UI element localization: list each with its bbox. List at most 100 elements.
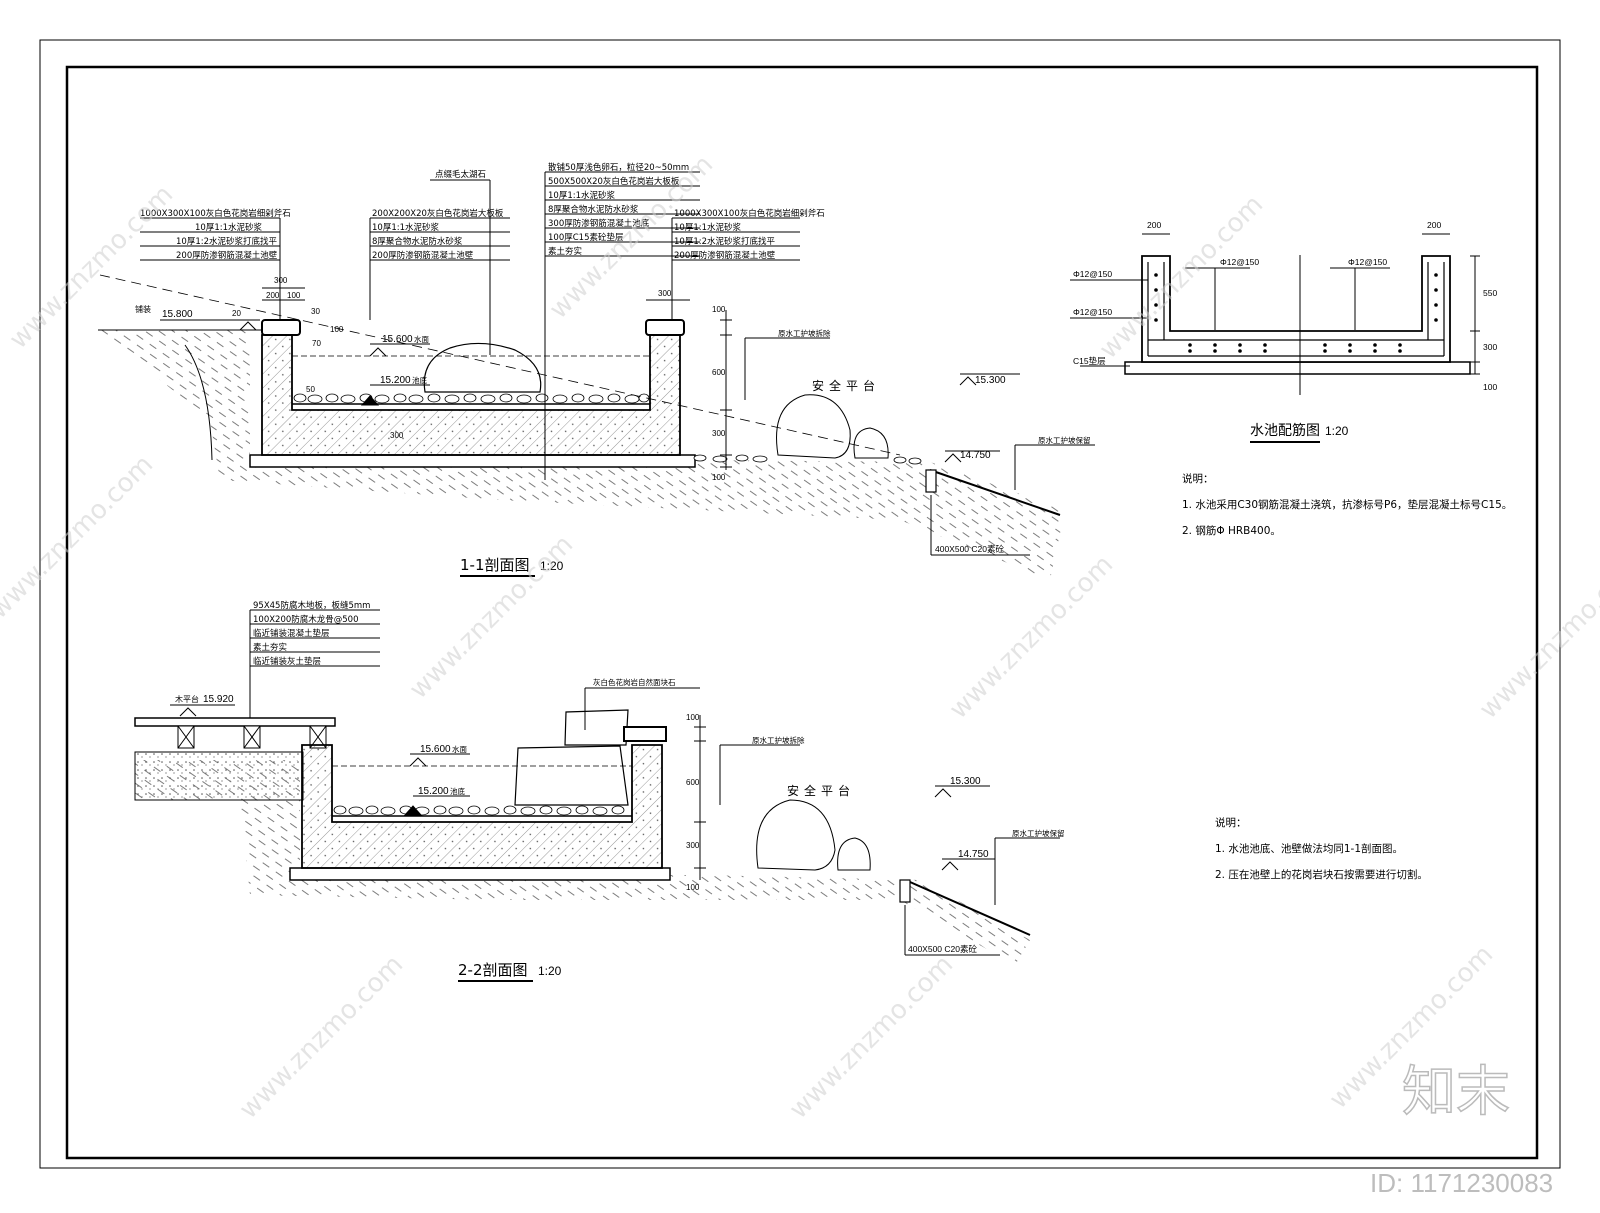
rebar-bar-c: Φ12@150	[1220, 257, 1259, 267]
footing-2: 400X500 C20素砼	[908, 944, 977, 954]
note-1-center-3: 8厚聚合物水泥防水砂浆	[548, 204, 639, 215]
note-1-left-2: 10厚1:2水泥砂浆打底找平	[176, 236, 277, 247]
elev-platform-1: 15.300	[975, 375, 1006, 386]
dim-1-100: 100	[287, 291, 301, 300]
dim-1-30: 30	[311, 307, 320, 316]
dim-1-50: 50	[306, 385, 315, 394]
c15-cushion-2	[289, 867, 671, 881]
dim-1-300c: 300	[658, 289, 672, 298]
elevation-markers-2	[170, 704, 995, 871]
watermark-6: www.znzmo.com	[944, 550, 1119, 725]
dim-1-70: 70	[312, 339, 321, 348]
safety-platform-1: 安全平台	[812, 378, 880, 393]
notes-1: 说明： 1. 水池采用C30钢筋混凝土浇筑，抗渗标号P6，垫层混凝土标号C15。…	[1182, 472, 1512, 537]
c20-footing	[925, 469, 937, 493]
note-1-right-3: 200厚防渗钢筋混凝土池壁	[674, 250, 776, 261]
pebbles	[293, 393, 650, 404]
rebar-leaders	[1070, 233, 1480, 375]
elev-bottom-2: 15.200	[418, 786, 449, 797]
notes-2-item-0: 1. 水池池底、池壁做法均同1-1剖面图。	[1215, 842, 1403, 855]
rebar-bar-b: Φ12@150	[1073, 307, 1112, 317]
slope-line	[929, 469, 1061, 516]
dim-1-300b: 300	[390, 431, 404, 440]
leader-lines	[140, 171, 1095, 556]
demolished-bank-line	[99, 274, 901, 456]
watermark-8: www.znzmo.com	[234, 950, 409, 1125]
elev-water-2: 15.600	[420, 744, 451, 755]
c20-footing-2	[899, 879, 911, 903]
slope-line-2	[909, 881, 1031, 936]
note-1-right-2: 10厚1:2水泥砂浆打底找平	[674, 236, 775, 247]
dim-1-20: 20	[232, 309, 241, 318]
dim-1-200: 200	[266, 291, 280, 300]
watermark-4: www.znzmo.com	[0, 450, 159, 625]
taihu-rock	[423, 342, 542, 393]
note-1-right-1: 10厚1:1水泥砂浆	[674, 222, 741, 233]
note-1-right-0: 1000X300X100灰白色花岗岩细剁斧石	[674, 208, 825, 219]
water-label-1: 水面	[414, 334, 429, 344]
note-1-mid-0: 200X200X20灰白色花岗岩大板板	[372, 208, 504, 219]
rock-label-1: 点缀毛太湖石	[435, 169, 486, 180]
section-2-text: 95X45防腐木地板，板缝5mm 100X200防腐木龙骨@500 临近铺装混凝…	[175, 600, 1065, 982]
outer-border	[39, 39, 1561, 1169]
note-1-center-0: 散铺50厚浅色卵石，粒径20~50mm	[548, 162, 689, 173]
rebar-cushion	[1124, 361, 1471, 375]
section-2-title: 2-2剖面图	[458, 961, 528, 979]
notes-2: 说明： 1. 水池池底、池壁做法均同1-1剖面图。 2. 压在池壁上的花岗岩块石…	[1215, 816, 1428, 881]
notes-1-heading: 说明：	[1182, 472, 1214, 485]
dim-1-100b: 100	[330, 325, 344, 334]
notes-1-item-0: 1. 水池采用C30钢筋混凝土浇筑，抗渗标号P6，垫层混凝土标号C15。	[1182, 498, 1512, 511]
rebar-cushion-label: C15垫层	[1073, 356, 1106, 366]
elevation-markers-1	[160, 319, 1020, 463]
deck-joists	[177, 725, 327, 749]
rebar-bars	[1147, 262, 1445, 357]
dim-1-100d: 100	[712, 473, 726, 482]
note-1-left-1: 10厚1:1水泥砂浆	[195, 222, 262, 233]
rock-label-2: 灰白色花岗岩自然面块石	[593, 677, 676, 687]
note-1-center-6: 素土夯实	[548, 246, 582, 257]
pool-concrete-2	[301, 744, 663, 869]
granite-block-lower	[514, 745, 629, 806]
brand-logo: 知末	[1402, 1060, 1510, 1123]
note-1-mid-3: 200厚防渗钢筋混凝土池壁	[372, 250, 474, 261]
watermark-1: www.znzmo.com	[4, 180, 179, 355]
watermark-9: www.znzmo.com	[784, 950, 959, 1125]
section-1-1	[98, 171, 1095, 580]
outside-rock-3	[756, 799, 836, 871]
elev-bottom-1: 15.200	[380, 375, 411, 386]
note-2-0: 95X45防腐木地板，板缝5mm	[253, 600, 370, 611]
note-2-4: 临近铺装灰土垫层	[253, 656, 321, 667]
note-1-mid-1: 10厚1:1水泥砂浆	[372, 222, 439, 233]
coping-right	[645, 319, 685, 336]
bottom-label-2: 池底	[450, 786, 465, 796]
elev-platform-2: 15.300	[950, 776, 981, 787]
note-1-left-3: 200厚防渗钢筋混凝土池壁	[176, 250, 278, 261]
dim-1-300d: 300	[712, 429, 726, 438]
section-2-scale: 1:20	[538, 964, 562, 978]
section-1-title: 1-1剖面图	[460, 556, 530, 574]
note-1-left-0: 1000X300X100灰白色花岗岩细剁斧石	[140, 208, 291, 219]
pebbles-2	[333, 805, 625, 816]
note-1-center-2: 10厚1:1水泥砂浆	[548, 190, 615, 201]
footing-1: 400X500 C20素砼	[935, 544, 1004, 554]
dim-2-100: 100	[686, 713, 700, 722]
slope-label-1: 原水工护坡保留	[1038, 435, 1091, 445]
outside-rock-4	[837, 837, 871, 871]
wood-deck	[134, 717, 336, 727]
outside-rock-1	[776, 394, 851, 459]
notes-2-heading: 说明：	[1215, 816, 1247, 829]
rebar-dots	[1154, 273, 1438, 353]
paving-label: 铺装	[135, 304, 151, 314]
elev-water-1: 15.600	[382, 334, 413, 345]
slope-label-2: 原水工护坡保留	[1012, 828, 1065, 838]
coping-left	[261, 319, 301, 336]
image-id: ID: 1171230083	[1370, 1168, 1553, 1198]
notes-2-item-1: 2. 压在池壁上的花岗岩块石按需要进行切割。	[1215, 868, 1428, 881]
notes-1-item-1: 2. 钢筋Φ HRB400。	[1182, 524, 1281, 537]
rebar-bar-a: Φ12@150	[1073, 269, 1112, 279]
note-1-center-4: 300厚防渗钢筋混凝土池底	[548, 218, 650, 229]
bank-label-1: 原水工护坡拆除	[778, 328, 831, 338]
dim-1-300a: 300	[274, 276, 288, 285]
rebar-scale: 1:20	[1325, 424, 1349, 438]
outside-pebbles	[693, 454, 922, 465]
